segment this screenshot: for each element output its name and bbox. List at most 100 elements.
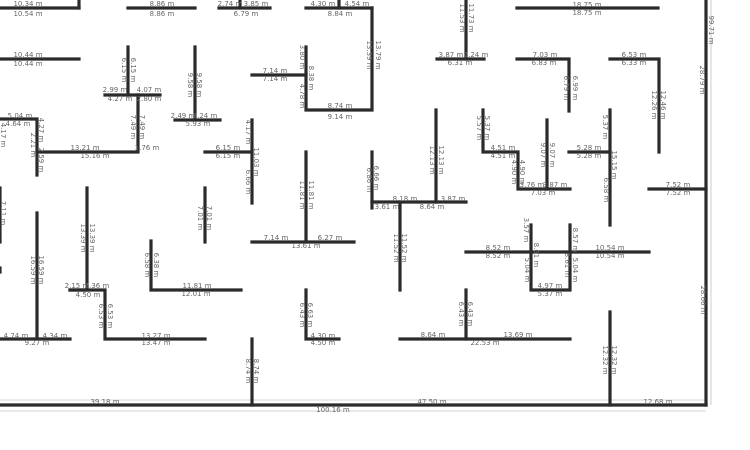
- dimension-label: 7.01 m: [196, 206, 204, 231]
- wall-segment: [515, 57, 571, 113]
- dimension-label: 5.04 m: [8, 112, 33, 120]
- dimension-label: 5.28 m: [577, 152, 602, 160]
- dimension-label: 6.38 m: [152, 253, 160, 278]
- dimension-label: 2.15 m: [65, 282, 90, 290]
- dimension-label: 8.61 m: [532, 243, 540, 268]
- dimension-label: 6.43 m: [457, 302, 465, 327]
- dimension-label: 8.18 m: [393, 195, 418, 203]
- dimension-label: 8.61 m: [563, 253, 571, 278]
- dimension-label: 4.51 m: [491, 152, 516, 160]
- dimension-label: 6.15 m: [216, 152, 241, 160]
- dimension-label: 4.50 m: [76, 291, 101, 299]
- dimension-label: 12.32 m: [601, 345, 609, 374]
- dimension-label: 6.15 m: [120, 58, 128, 83]
- dimension-label: 8.86 m: [150, 10, 175, 18]
- dimension-label: 10.44 m: [13, 60, 42, 68]
- dimension-label: 7.03 m: [531, 189, 556, 197]
- wall-segment: [149, 239, 243, 292]
- dimension-label: 5.57 m: [475, 116, 483, 141]
- dimension-label: 4.97 m: [538, 282, 563, 290]
- wall-segment: [35, 93, 140, 154]
- dimension-label: 2.36 m: [85, 282, 110, 290]
- dimension-label: 7.11 m: [0, 201, 7, 226]
- dimension-label: 47.50 m: [417, 398, 446, 406]
- dimension-label: 3.57 m: [522, 218, 530, 243]
- dimension-label: 6.27 m: [318, 234, 343, 242]
- dimension-label: 9.14 m: [328, 113, 353, 121]
- dimension-label: 3.85 m: [244, 0, 269, 8]
- dimension-label: 4.17 m: [244, 120, 252, 145]
- dimension-label: 12.13 m: [428, 145, 436, 174]
- dimension-label: 12.46 m: [659, 90, 667, 119]
- dimension-label: 4.30 m: [311, 332, 336, 340]
- dimension-label: 3.24 m: [193, 112, 218, 120]
- dimension-label: 6.58 m: [143, 253, 151, 278]
- dimension-label: 4.51 m: [491, 144, 516, 152]
- dimension-label: 5.37 m: [601, 115, 609, 140]
- dimension-label: 7.52 m: [666, 189, 691, 197]
- dimension-label: 39.18 m: [90, 398, 119, 406]
- wall-segment: [304, 288, 341, 341]
- dimension-label: 7.14 m: [264, 234, 289, 242]
- dimension-label: 4.54 m: [345, 0, 370, 8]
- dimension-label: 13.79 m: [374, 40, 382, 69]
- dimension-label: 8.38 m: [307, 66, 315, 91]
- dimension-label: 13.39 m: [365, 40, 373, 69]
- dimension-label: 6.43 m: [466, 302, 474, 327]
- dimension-label: 3.87 m: [441, 195, 466, 203]
- dimension-label: 10.34 m: [13, 0, 42, 8]
- dimension-label: 6.83 m: [532, 59, 557, 67]
- dimension-label: 100.16 m: [316, 406, 350, 414]
- wall-segment: [0, 117, 39, 177]
- dimension-label: 6.15 m: [129, 58, 137, 83]
- dimension-label: 10.44 m: [13, 51, 42, 59]
- dimension-label: 2.74 m: [218, 0, 243, 8]
- dimension-label: 22.53 m: [470, 339, 499, 347]
- dimension-label: 5.04 m: [571, 258, 579, 283]
- dimension-label: 3.76 m: [520, 181, 545, 189]
- dimension-label: 15.15 m: [610, 150, 618, 179]
- dimension-label: 6.63 m: [306, 303, 314, 328]
- dimension-label: 6.33 m: [622, 59, 647, 67]
- dimension-label: 8.52 m: [486, 244, 511, 252]
- dimension-label: 2.21 m: [29, 133, 37, 158]
- dimension-label: 28.79 m: [698, 65, 706, 94]
- wall-segment: [529, 223, 572, 292]
- dimension-label: 7.52 m: [666, 181, 691, 189]
- dimension-label: 6.15 m: [216, 144, 241, 152]
- dimension-label: 7.49 m: [129, 115, 137, 140]
- dimension-label: 18.75 m: [572, 1, 601, 9]
- dimension-label: 3.87 m: [439, 51, 464, 59]
- dimension-label: 7.49 m: [138, 115, 146, 140]
- dimension-label: 4.17 m: [0, 123, 7, 148]
- dimension-label: 18.75 m: [572, 9, 601, 17]
- dimension-label: 4.34 m: [43, 332, 68, 340]
- dimension-label: 3.87 m: [543, 181, 568, 189]
- dimension-label: 7.03 m: [533, 51, 558, 59]
- walls: [0, 0, 708, 407]
- dimension-label: 4.27 m: [37, 118, 45, 143]
- dimension-label: 9.07 m: [548, 143, 556, 168]
- dimension-label: 2.99 m: [103, 86, 128, 94]
- dimension-label: 11.73 m: [467, 3, 475, 32]
- dimension-label: 4.50 m: [311, 339, 336, 347]
- dimension-label: 5.28 m: [577, 144, 602, 152]
- dimension-label: 11.52 m: [392, 233, 400, 262]
- dimension-label: 6.66 m: [372, 166, 380, 191]
- dimension-label: 9.58 m: [195, 73, 203, 98]
- dimension-label: 1.76 m: [135, 144, 160, 152]
- dimension-label: 8.52 m: [486, 252, 511, 260]
- dimension-label: 2.59 m: [37, 148, 45, 173]
- dimension-label: 10.54 m: [595, 244, 624, 252]
- dimension-label: 5.37 m: [538, 290, 563, 298]
- dimension-label: 12.68 m: [643, 398, 672, 406]
- dimension-label: 5.37 m: [483, 116, 491, 141]
- dimension-label: 9.27 m: [25, 339, 50, 347]
- dimension-label: 4.90 m: [518, 160, 526, 185]
- dimension-lines: [0, 0, 712, 412]
- dimension-label: 6.99 m: [571, 76, 579, 101]
- dimension-label: 4.30 m: [311, 0, 336, 8]
- dimension-label: 6.86 m: [365, 168, 373, 193]
- dimension-label: 11.81 m: [182, 282, 211, 290]
- dimension-label: 12.01 m: [181, 290, 210, 298]
